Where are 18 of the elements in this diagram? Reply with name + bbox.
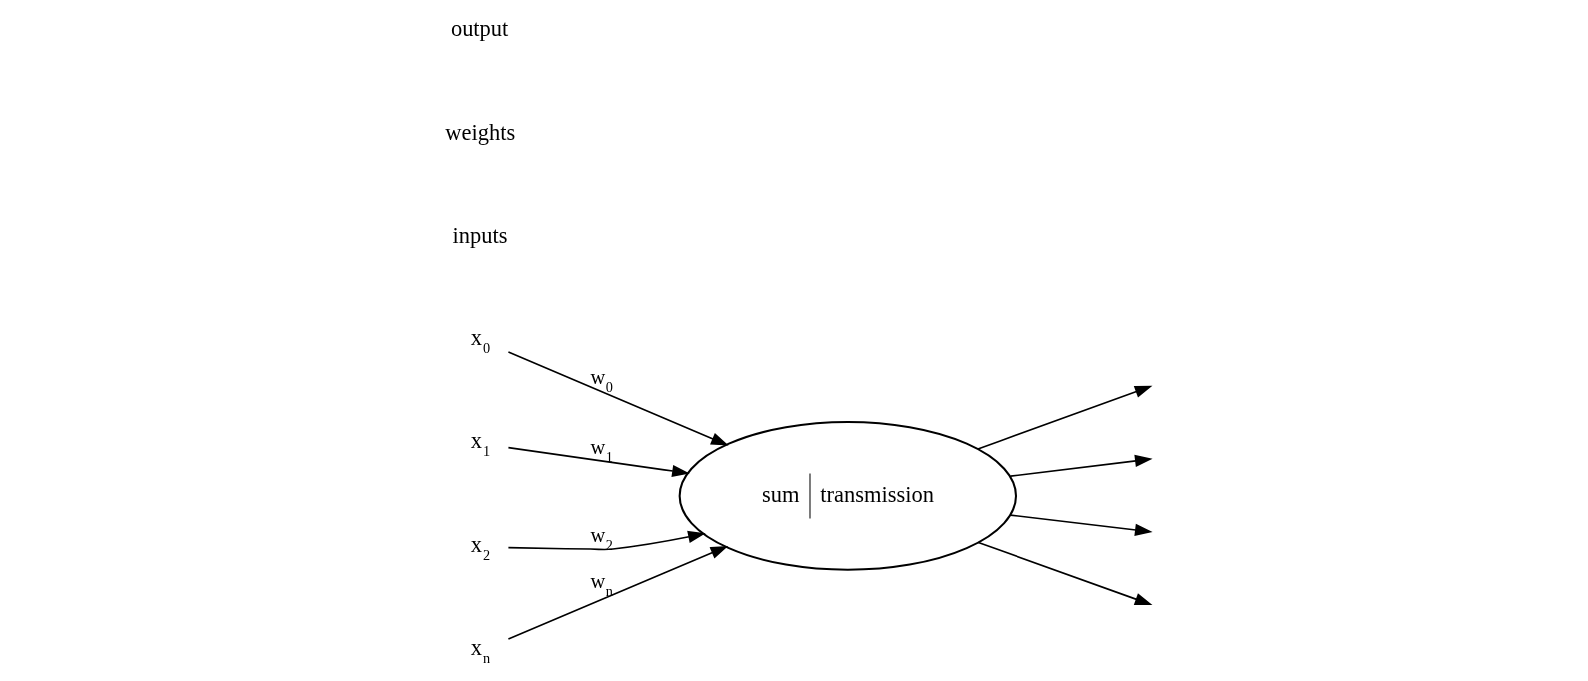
arrow <box>977 385 1153 450</box>
label: output <box>450 16 509 42</box>
arrow <box>1009 514 1153 536</box>
arrow <box>507 351 729 446</box>
node-ellipse: sum transmission <box>678 421 1017 571</box>
arrow <box>507 446 690 478</box>
label: inputs <box>452 222 508 248</box>
arrow <box>1009 454 1153 477</box>
arrow <box>507 530 706 551</box>
arrow <box>977 541 1153 606</box>
arrow <box>507 546 729 640</box>
node-text: x$_{0}$ <box>470 325 491 357</box>
edge-label: w$_{1}$ <box>590 435 613 465</box>
node-text: x$_{1}$ <box>470 428 491 460</box>
label: weights <box>445 119 516 145</box>
edge-label: w$_{0}$ <box>590 366 613 396</box>
node-text: x$_{n}$ <box>470 634 491 666</box>
node-text: x$_{2}$ <box>470 531 491 563</box>
